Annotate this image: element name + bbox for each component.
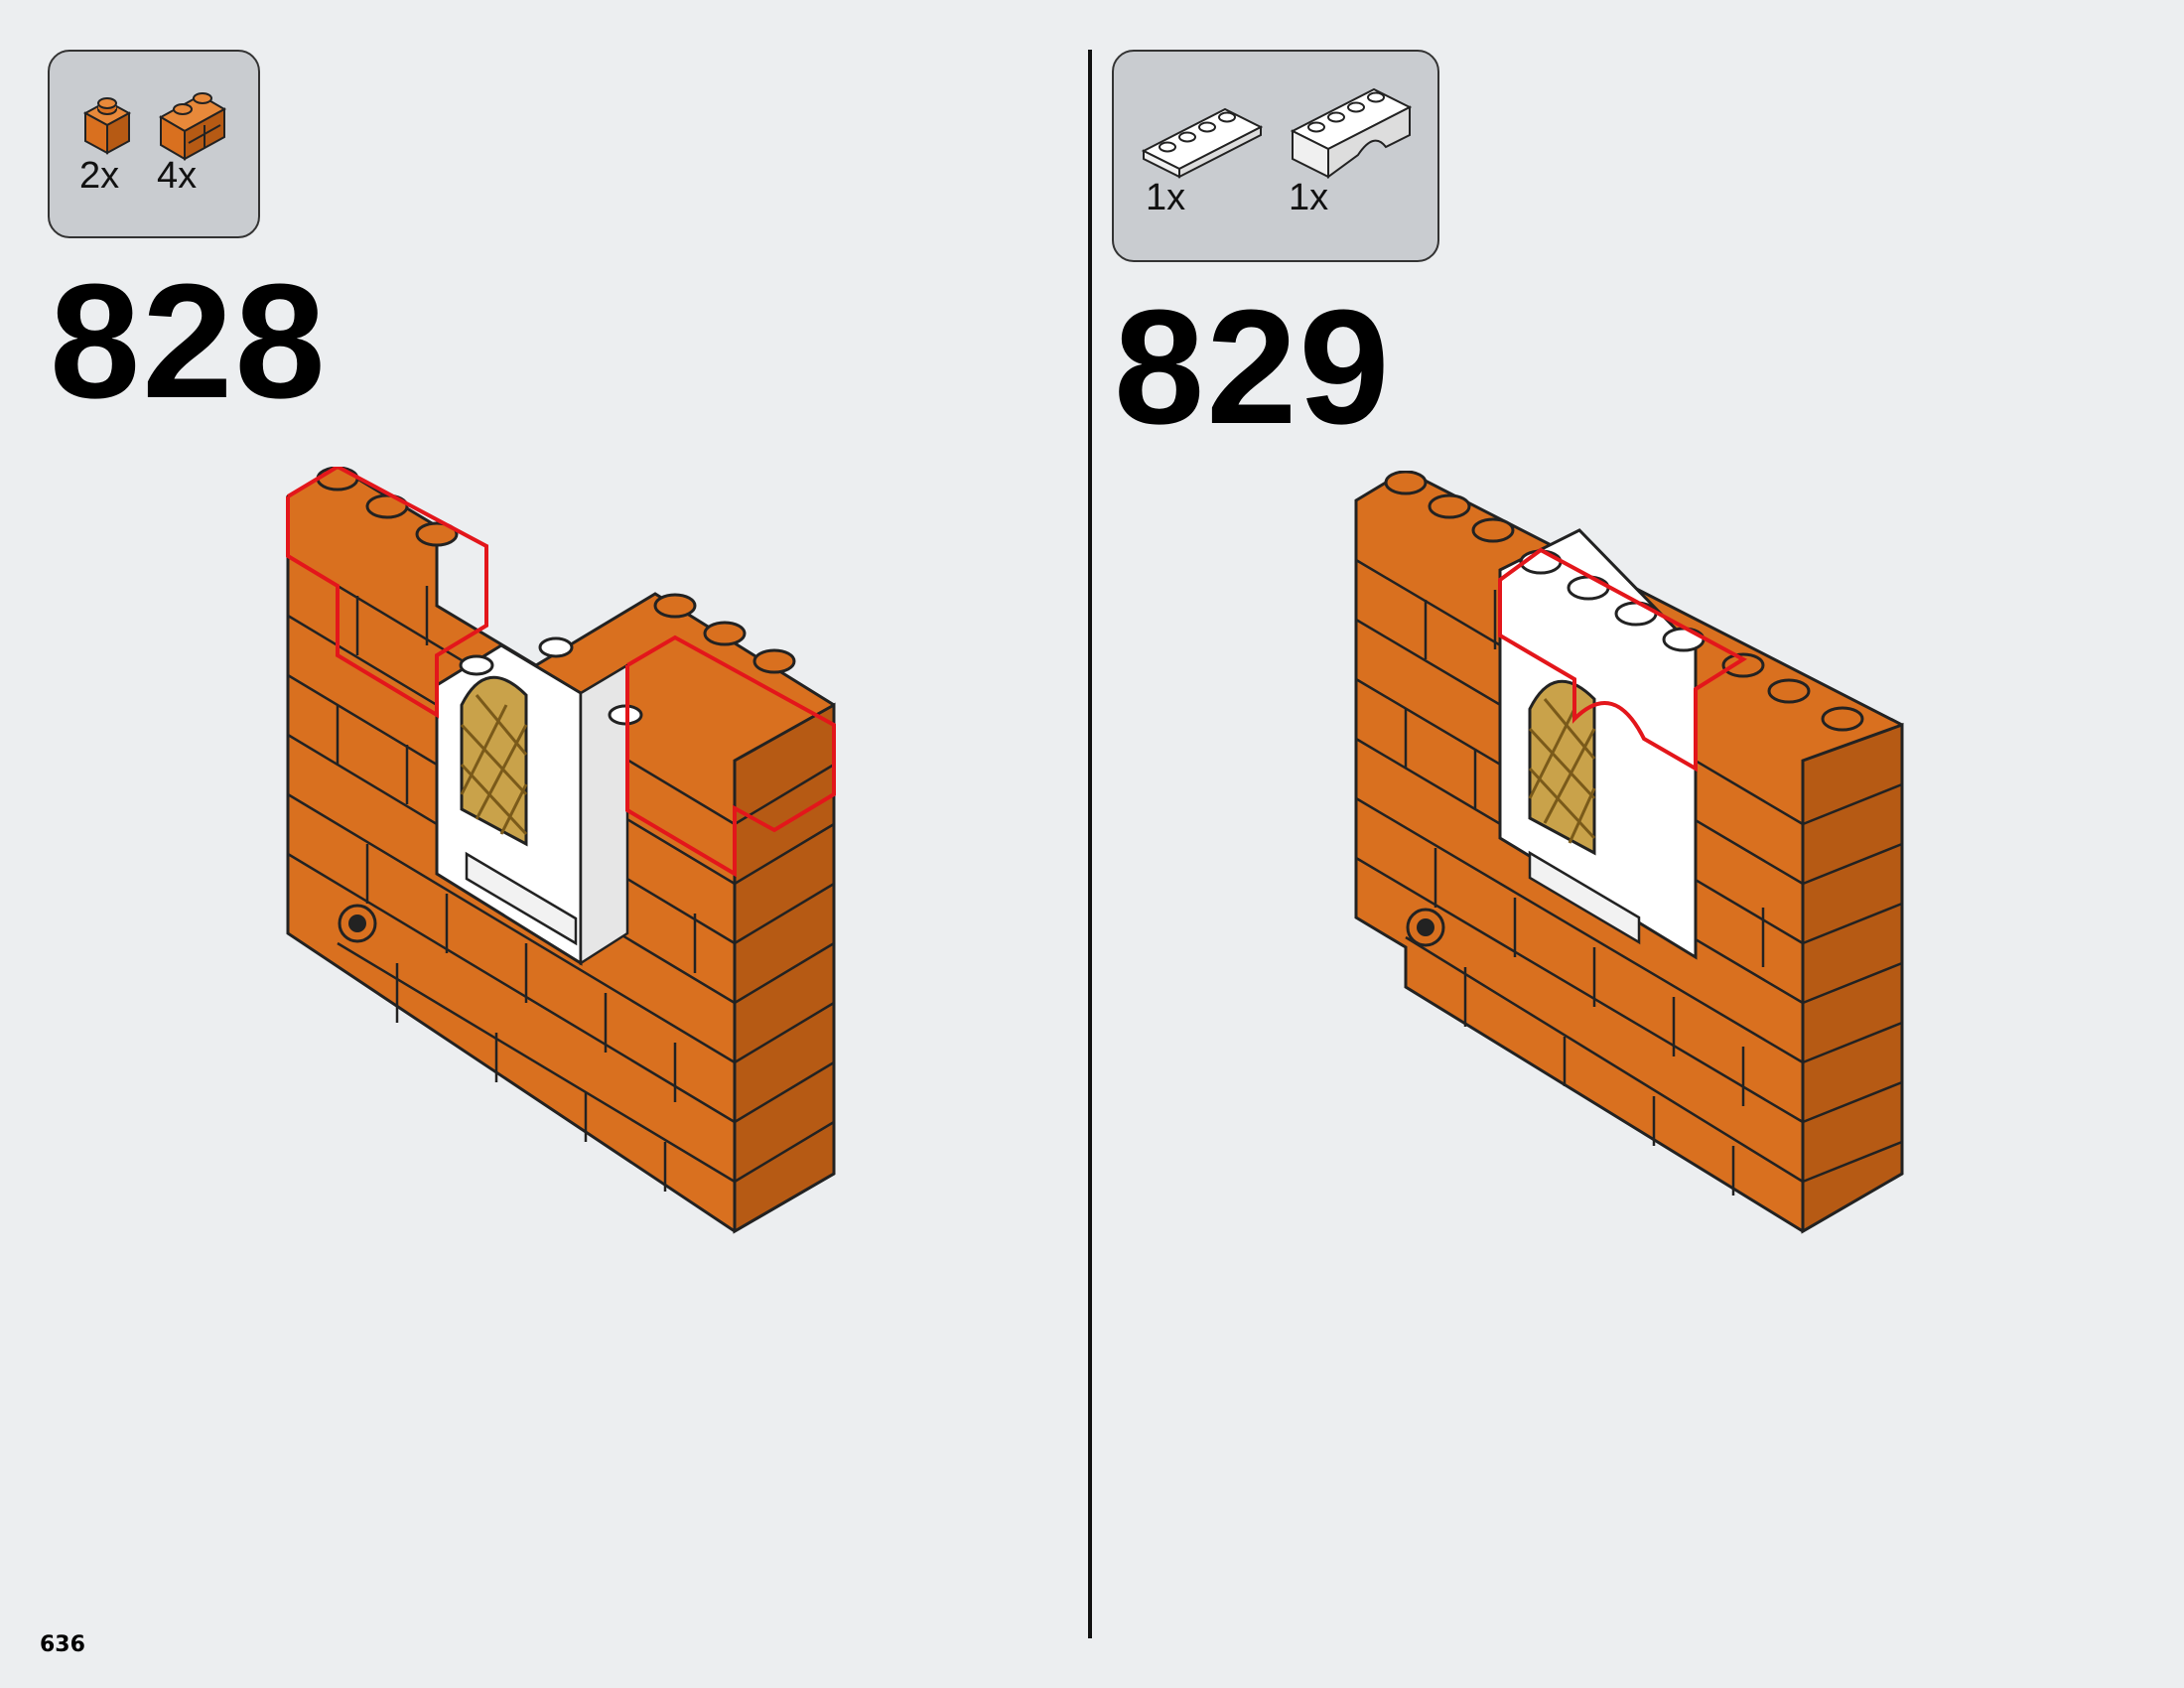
step-number-829: 829	[1114, 276, 1392, 458]
step-divider	[1088, 50, 1092, 1638]
white-1x4-arch-icon	[1290, 87, 1413, 179]
parts-callout-right: 1x 1x	[1112, 50, 1439, 262]
wall-assembly-step-828	[286, 467, 836, 1234]
orange-1x2-masonry-brick-icon	[158, 92, 227, 161]
part-qty-1: 2x	[79, 155, 120, 197]
orange-1x1-brick-icon	[82, 97, 132, 155]
page-number: 636	[40, 1632, 85, 1657]
parts-callout-left: 2x 4x	[48, 50, 260, 238]
white-1x4-plate-icon	[1141, 107, 1264, 179]
part-qty-1: 1x	[1146, 177, 1186, 218]
step-number-828: 828	[50, 250, 328, 432]
part-qty-2: 1x	[1289, 177, 1329, 218]
wall-assembly-step-829	[1354, 471, 1904, 1234]
part-qty-2: 4x	[157, 155, 198, 197]
